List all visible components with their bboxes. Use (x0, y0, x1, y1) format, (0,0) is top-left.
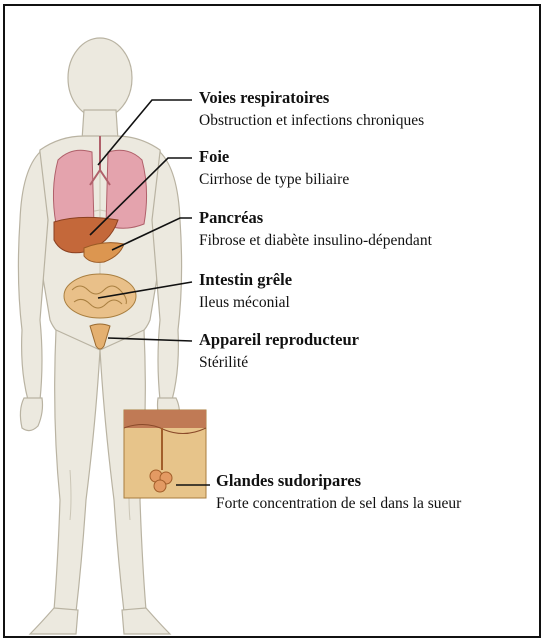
label-reproductive: Appareil reproducteur Stérilité (199, 331, 359, 372)
label-intestine: Intestin grêle Ileus méconial (199, 271, 292, 312)
label-liver-desc: Cirrhose de type biliaire (199, 171, 349, 189)
label-sweat-glands-desc: Forte concentration de sel dans la sueur (216, 495, 461, 513)
label-pancreas-desc: Fibrose et diabète insulino-dépendant (199, 232, 432, 250)
label-respiratory-title: Voies respiratoires (199, 89, 424, 108)
label-sweat-glands: Glandes sudoripares Forte concentration … (216, 472, 461, 513)
label-pancreas-title: Pancréas (199, 209, 432, 228)
label-respiratory-desc: Obstruction et infections chroniques (199, 112, 424, 130)
label-liver-title: Foie (199, 148, 349, 167)
label-intestine-title: Intestin grêle (199, 271, 292, 290)
label-intestine-desc: Ileus méconial (199, 294, 292, 312)
label-reproductive-desc: Stérilité (199, 354, 359, 372)
label-liver: Foie Cirrhose de type biliaire (199, 148, 349, 189)
label-pancreas: Pancréas Fibrose et diabète insulino-dép… (199, 209, 432, 250)
label-reproductive-title: Appareil reproducteur (199, 331, 359, 350)
label-respiratory: Voies respiratoires Obstruction et infec… (199, 89, 424, 130)
label-sweat-glands-title: Glandes sudoripares (216, 472, 461, 491)
